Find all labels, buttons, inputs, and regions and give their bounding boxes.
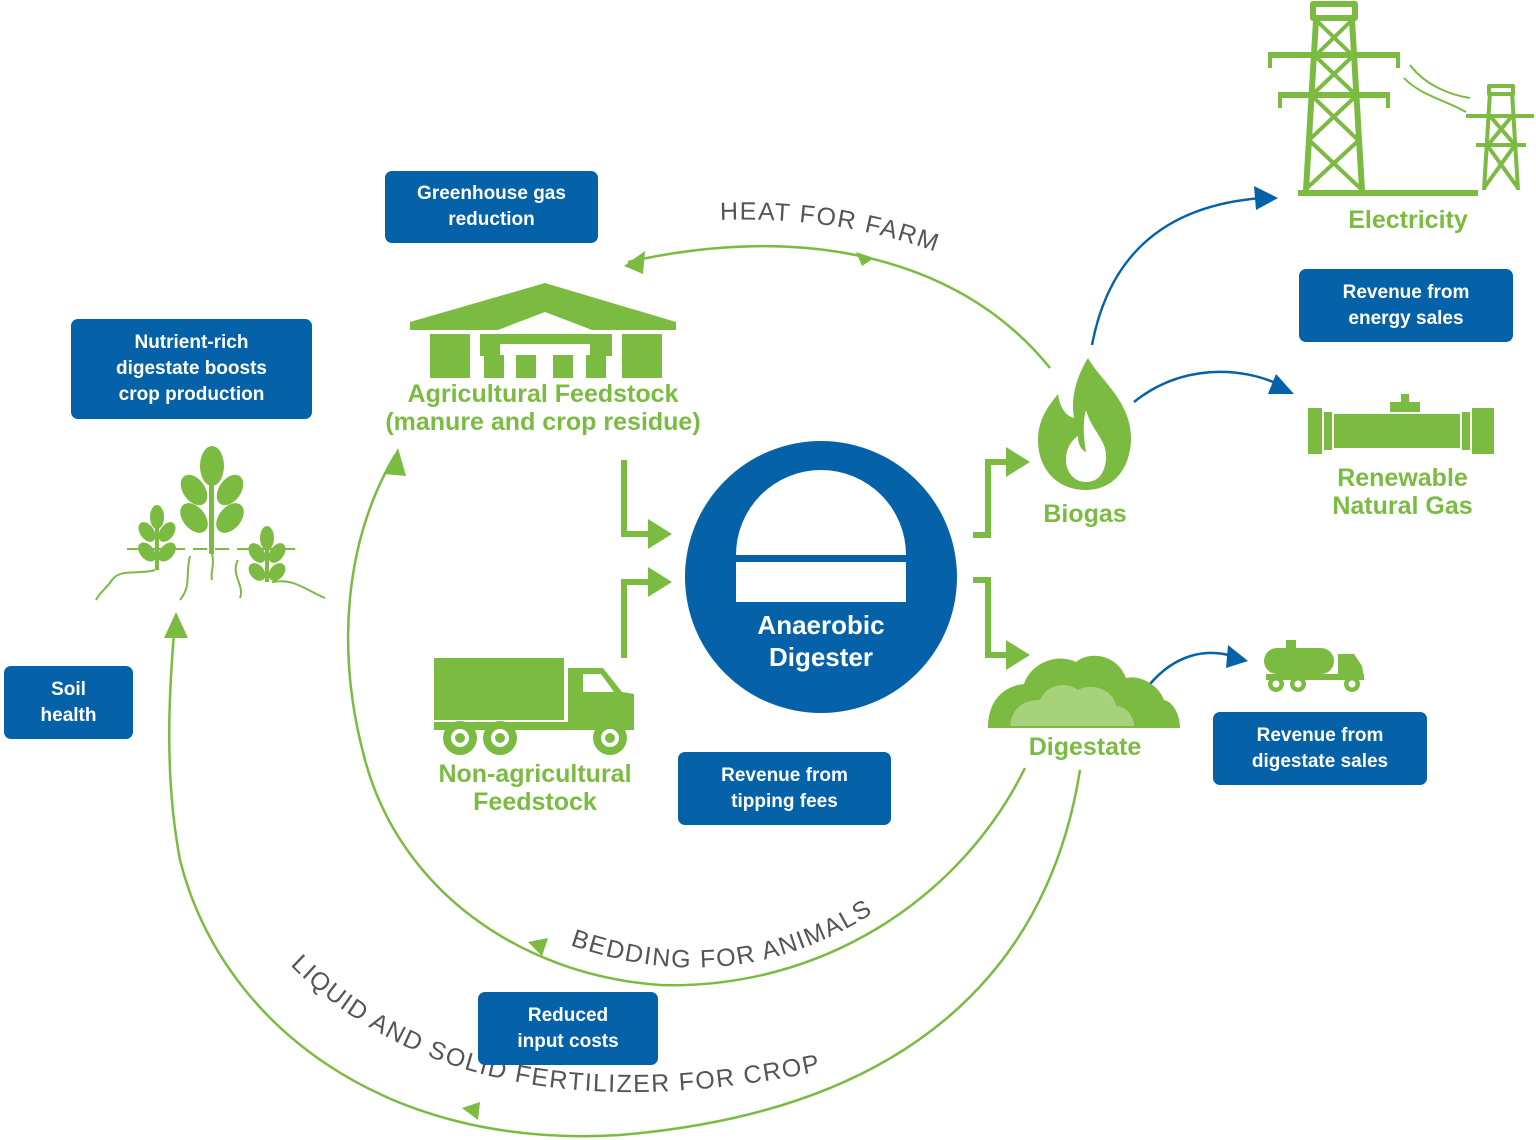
soil-health-box: Soil health <box>4 666 133 739</box>
nutrient-rich-digestate-box: Nutrient-rich digestate boosts crop produc… <box>71 319 312 419</box>
soil-line1: Soil <box>51 678 86 700</box>
biogas-label: Biogas <box>1015 500 1155 528</box>
revenue-tipping-fees-box: Revenue from tipping fees <box>678 752 891 825</box>
digester-label-line2: Digester <box>768 642 874 672</box>
truck-icon <box>434 658 634 755</box>
nutrient-line2: digestate boosts <box>116 358 267 379</box>
feed-arrowhead-agricultural <box>648 519 672 549</box>
ghg-line1: Greenhouse gas <box>417 183 566 204</box>
feed-arrow-agricultural <box>621 460 650 537</box>
digestate-sales-line1: Revenue from <box>1256 724 1384 746</box>
arrow-to-rng <box>1133 370 1294 403</box>
crop-plants-icon <box>95 446 326 601</box>
arrow-to-tanker <box>1149 645 1248 685</box>
flame-icon <box>1038 358 1132 490</box>
digester-label-line1: Anaerobic <box>757 610 885 640</box>
tanker-truck-icon <box>1264 640 1364 692</box>
biogas-label-text: Biogas <box>1043 500 1127 528</box>
rng-line2: Natural Gas <box>1332 492 1473 520</box>
gas-pipeline-icon <box>1308 394 1494 454</box>
feed-arrowhead-non-agricultural <box>648 567 672 597</box>
nutrient-line1: Nutrient-rich <box>134 332 249 353</box>
output-arrowhead-biogas <box>1006 447 1030 477</box>
non-agricultural-feedstock-label: Non-agricultural Feedstock <box>400 760 670 816</box>
input-line1: Reduced <box>527 1004 609 1026</box>
non-agricultural-line1: Non-agricultural <box>438 760 632 788</box>
electricity-label-text: Electricity <box>1348 206 1468 234</box>
digestate-label-text: Digestate <box>1028 733 1142 761</box>
power-tower-icon <box>1268 1 1534 196</box>
rng-line1: Renewable <box>1337 464 1468 492</box>
bedding-for-animals-label: BEDDING FOR ANIMALS <box>568 894 877 974</box>
output-arrow-biogas <box>973 459 1008 538</box>
digester-tank-icon <box>736 470 906 602</box>
revenue-energy-sales-box: Revenue from energy sales <box>1299 269 1513 342</box>
renewable-natural-gas-label: Renewable Natural Gas <box>1300 464 1505 520</box>
tipping-line2: tipping fees <box>731 790 838 812</box>
barn-icon <box>410 283 676 378</box>
digestate-sales-line2: digestate sales <box>1251 750 1389 772</box>
agricultural-line2: (manure and crop residue) <box>385 408 701 436</box>
arrow-to-electricity <box>1090 186 1278 346</box>
non-agricultural-line2: Feedstock <box>473 788 597 816</box>
output-arrow-digestate <box>973 577 1008 658</box>
anaerobic-digester-label: Anaerobic Digester <box>691 609 951 673</box>
soil-line2: health <box>40 704 97 726</box>
electricity-label: Electricity <box>1318 206 1498 234</box>
feed-arrow-non-agricultural <box>621 579 650 658</box>
nutrient-line3: crop production <box>118 384 265 405</box>
digestate-label: Digestate <box>995 733 1175 761</box>
reduced-input-costs-box: Reduced input costs <box>478 992 658 1065</box>
greenhouse-gas-reduction-box: Greenhouse gas reduction <box>385 171 598 243</box>
tipping-line1: Revenue from <box>721 764 848 786</box>
energy-line2: energy sales <box>1348 307 1464 329</box>
bedding-for-animals-arrow <box>346 448 1027 987</box>
ghg-line2: reduction <box>448 209 535 230</box>
digestate-pile-icon <box>988 655 1180 728</box>
energy-line1: Revenue from <box>1342 281 1470 303</box>
agricultural-feedstock-label: Agricultural Feedstock (manure and crop … <box>343 380 743 436</box>
revenue-digestate-sales-box: Revenue from digestate sales <box>1213 712 1427 785</box>
input-line2: input costs <box>517 1030 619 1052</box>
agricultural-line1: Agricultural Feedstock <box>407 380 679 408</box>
output-arrowhead-digestate <box>1006 640 1030 670</box>
fertilizer-arrow <box>164 612 1082 1138</box>
heat-for-farm-label: HEAT FOR FARM <box>720 198 944 258</box>
heat-for-farm-arrow <box>624 245 1051 369</box>
